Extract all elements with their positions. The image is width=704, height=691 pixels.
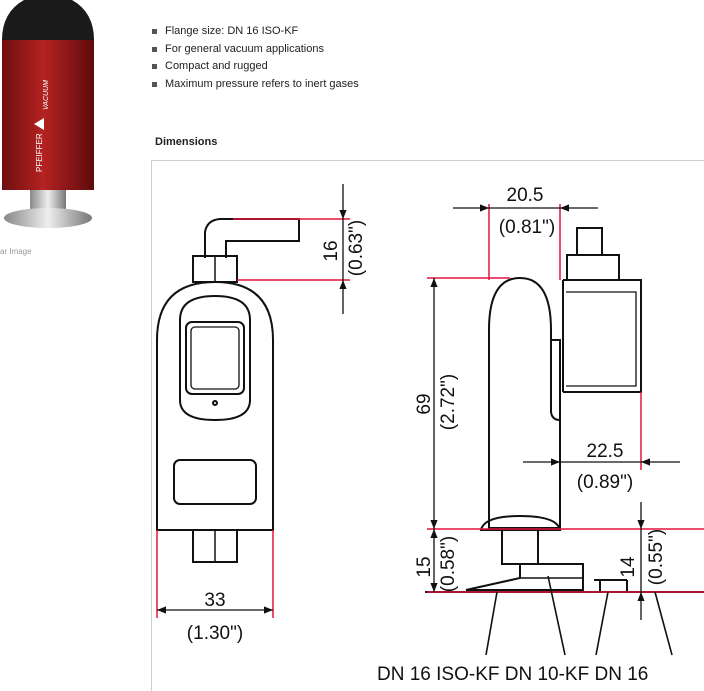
dim-14-label: 14 — [618, 556, 639, 578]
feature-item: For general vacuum applications — [152, 41, 359, 59]
gauge-flange — [4, 208, 92, 228]
feature-item: Compact and rugged — [152, 58, 359, 76]
leader-lines — [485, 575, 673, 656]
dim-20-5-label: 20.5 — [507, 185, 544, 206]
dim-33-inch-label: (1.30") — [187, 623, 243, 644]
gauge-body — [2, 40, 94, 190]
dim-15-label: 15 — [414, 556, 435, 577]
dim-33-label: 33 — [204, 590, 225, 611]
dim-15-inch-label: (0.58") — [438, 536, 459, 592]
brand-text: PFEIFFER — [35, 133, 44, 172]
pfeiffer-logo-icon — [34, 118, 44, 130]
side-view-dim-lines — [427, 204, 704, 593]
front-view-dim-lines — [156, 218, 350, 618]
dim-22-5-label: 22.5 — [587, 441, 624, 462]
feature-list: Flange size: DN 16 ISO-KF For general va… — [152, 23, 359, 93]
side-view — [465, 227, 642, 591]
dimensions-title: Dimensions — [155, 136, 218, 148]
photo-caption: ar Image — [0, 247, 32, 256]
feature-item: Flange size: DN 16 ISO-KF — [152, 23, 359, 41]
dim-20-5-inch-label: (0.81") — [499, 217, 555, 238]
dim-16-label: 16 — [321, 240, 342, 261]
flange-partial — [594, 579, 628, 592]
product-photo: PFEIFFER VACUUM — [2, 0, 94, 228]
dim-69-inch-label: (2.72") — [438, 374, 459, 430]
gauge-neck — [30, 190, 66, 212]
gauge-cap — [2, 0, 94, 40]
flange-labels: DN 16 ISO-KF DN 10-KF DN 16 — [377, 664, 648, 680]
front-view — [156, 218, 300, 563]
brand-text2: VACUUM — [43, 80, 50, 110]
dim-16-inch-label: (0.63") — [346, 220, 367, 276]
feature-item: Maximum pressure refers to inert gases — [152, 76, 359, 94]
dim-14-inch-label: (0.55") — [646, 529, 667, 585]
dim-22-5-inch-label: (0.89") — [577, 472, 633, 493]
dim-69-label: 69 — [414, 393, 435, 414]
drawing-frame — [151, 160, 704, 691]
